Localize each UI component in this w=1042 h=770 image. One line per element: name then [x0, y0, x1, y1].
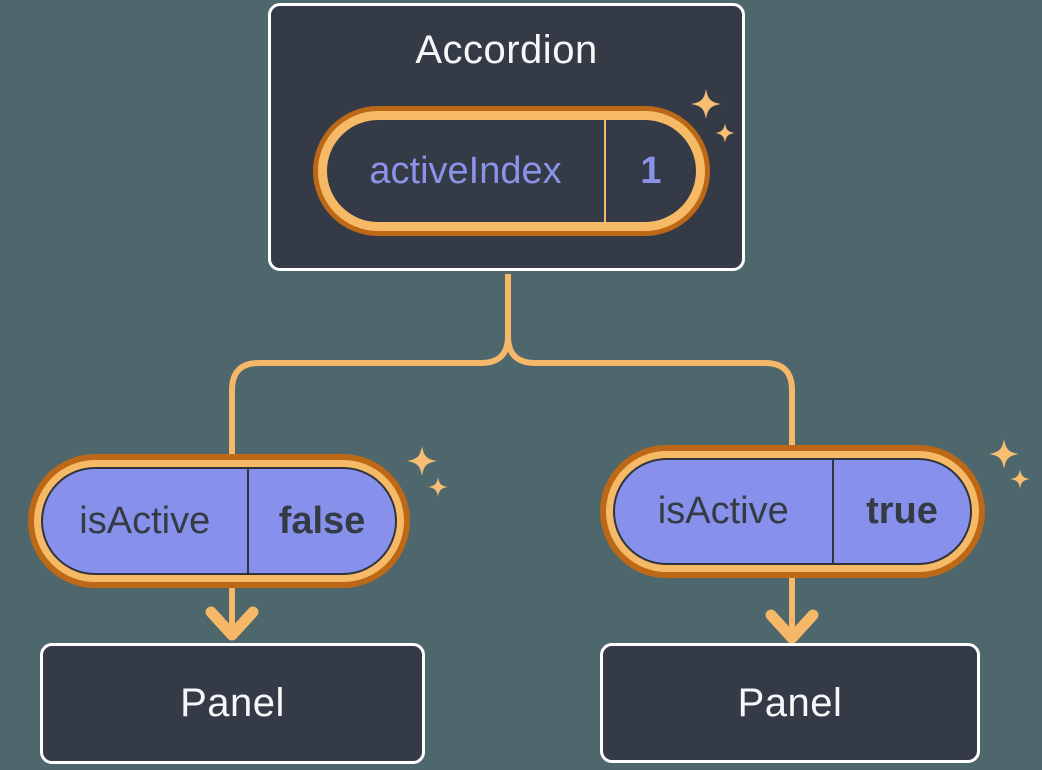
prop-pill-left-core: isActive false [41, 467, 397, 575]
prop-pill-left: isActive false [28, 454, 410, 588]
state-pill: activeIndex 1 [313, 106, 710, 236]
sparkle-icon [989, 439, 1019, 469]
sparkle-icon [1010, 469, 1030, 489]
prop-value: false [278, 499, 366, 542]
panel-label: Panel [180, 681, 285, 725]
prop-value-cell: true [834, 460, 970, 563]
prop-pill-left-ring: isActive false [34, 460, 404, 582]
prop-name: isActive [79, 499, 211, 542]
prop-pill-right-core: isActive true [613, 458, 972, 565]
branch-right-line [505, 335, 795, 450]
state-pill-ring: activeIndex 1 [318, 111, 705, 231]
state-pill-divider [604, 120, 606, 222]
state-value: 1 [640, 149, 662, 192]
sparkle-icon [715, 123, 735, 143]
arrow-left-head-icon [205, 606, 259, 641]
prop-value-cell: false [249, 469, 395, 573]
prop-name-cell: isActive [615, 460, 832, 563]
prop-value: true [866, 490, 938, 532]
prop-name-cell: isActive [43, 469, 247, 573]
sparkle-icon [691, 89, 721, 119]
panel-box-left: Panel [40, 643, 425, 764]
prop-pill-divider [831, 460, 834, 563]
state-value-cell: 1 [606, 120, 696, 222]
state-pill-core: activeIndex 1 [327, 120, 696, 222]
prop-pill-divider [246, 469, 249, 573]
accordion-title: Accordion [415, 28, 598, 72]
state-name: activeIndex [369, 149, 562, 192]
arrow-right-head-icon [765, 609, 819, 644]
panel-box-right: Panel [600, 643, 980, 763]
prop-pill-right: isActive true [600, 445, 985, 578]
state-name-cell: activeIndex [327, 120, 604, 222]
accordion-box: Accordion activeIndex 1 [268, 3, 745, 271]
panel-label: Panel [737, 680, 843, 725]
branch-left-line [229, 274, 511, 462]
prop-name: isActive [657, 490, 789, 532]
sparkle-icon [428, 477, 448, 497]
sparkle-icon [407, 446, 437, 476]
prop-pill-right-ring: isActive true [606, 451, 979, 572]
